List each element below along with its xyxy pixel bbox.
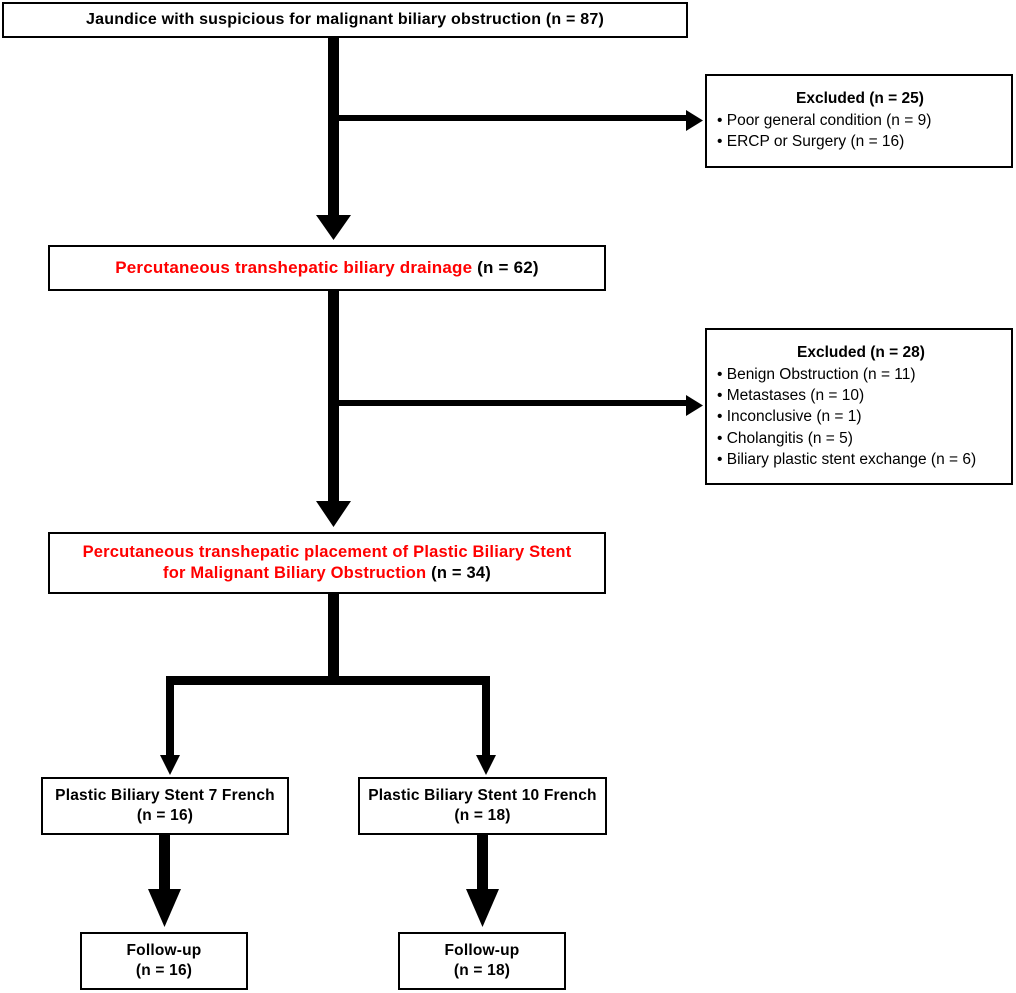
node-stent10-count: (n = 18): [454, 807, 511, 824]
node-followup-right-line1: Follow-up: [444, 942, 520, 960]
excluded-2-header: Excluded (n = 28): [797, 343, 925, 361]
node-stent-7-french[interactable]: Plastic Biliary Stent 7 French (n = 16): [41, 777, 289, 835]
excluded-1-item-1: • ERCP or Surgery (n = 16): [717, 133, 905, 151]
node-followup-left[interactable]: Follow-up (n = 16): [80, 932, 248, 990]
arrow-placement-split: [160, 594, 496, 775]
node-stent10-line1: Plastic Biliary Stent 10 French: [368, 787, 597, 805]
node-placement-count: (n = 34): [431, 564, 491, 582]
node-excluded-2[interactable]: Excluded (n = 28) • Benign Obstruction (…: [705, 328, 1013, 485]
excluded-1-header: Excluded (n = 25): [796, 90, 924, 108]
excluded-2-item-0: • Benign Obstruction (n = 11): [717, 365, 916, 383]
node-placement-line1: Percutaneous transhepatic placement of P…: [82, 542, 572, 561]
node-ptbd-count: (n = 62): [477, 258, 539, 278]
node-excluded-1[interactable]: Excluded (n = 25) • Poor general conditi…: [705, 74, 1013, 168]
node-jaundice[interactable]: Jaundice with suspicious for malignant b…: [2, 2, 688, 38]
node-stent7-count: (n = 16): [136, 807, 194, 824]
node-jaundice-label: Jaundice with suspicious for malignant b…: [86, 10, 546, 28]
node-stent-placement[interactable]: Percutaneous transhepatic placement of P…: [48, 532, 606, 594]
node-followup-right-count: (n = 18): [453, 962, 511, 979]
excluded-2-item-2: • Inconclusive (n = 1): [717, 408, 862, 426]
arrow-ptbd-to-excluded-2: [333, 395, 703, 416]
excluded-2-item-1: • Metastases (n = 10): [717, 386, 865, 404]
node-jaundice-text: Jaundice with suspicious for malignant b…: [86, 10, 604, 30]
node-placement-line2: for Malignant Biliary Obstruction (n = 3…: [163, 563, 491, 584]
node-placement-line2-label: for Malignant Biliary Obstruction: [163, 564, 432, 582]
arrow-stent7-to-followup-left: [148, 835, 181, 927]
arrow-ptbd-to-placement: [316, 291, 351, 527]
node-followup-right[interactable]: Follow-up (n = 18): [398, 932, 566, 990]
node-stent-10-french[interactable]: Plastic Biliary Stent 10 French (n = 18): [358, 777, 607, 835]
excluded-2-item-4: • Biliary plastic stent exchange (n = 6): [717, 451, 977, 469]
node-ptbd[interactable]: Percutaneous transhepatic biliary draina…: [48, 245, 606, 291]
node-followup-left-count: (n = 16): [135, 962, 193, 979]
arrow-jaundice-to-excluded-1: [333, 110, 703, 131]
node-ptbd-label: Percutaneous transhepatic biliary draina…: [115, 258, 478, 278]
arrow-stent10-to-followup-right: [466, 835, 499, 927]
excluded-1-item-0: • Poor general condition (n = 9): [717, 112, 932, 130]
excluded-2-item-3: • Cholangitis (n = 5): [717, 429, 853, 447]
node-jaundice-count: (n = 87): [545, 10, 604, 28]
node-stent7-line1: Plastic Biliary Stent 7 French: [55, 787, 275, 805]
node-ptbd-text: Percutaneous transhepatic biliary draina…: [115, 257, 539, 279]
node-followup-left-line1: Follow-up: [126, 942, 202, 960]
arrow-jaundice-to-ptbd: [316, 38, 351, 240]
